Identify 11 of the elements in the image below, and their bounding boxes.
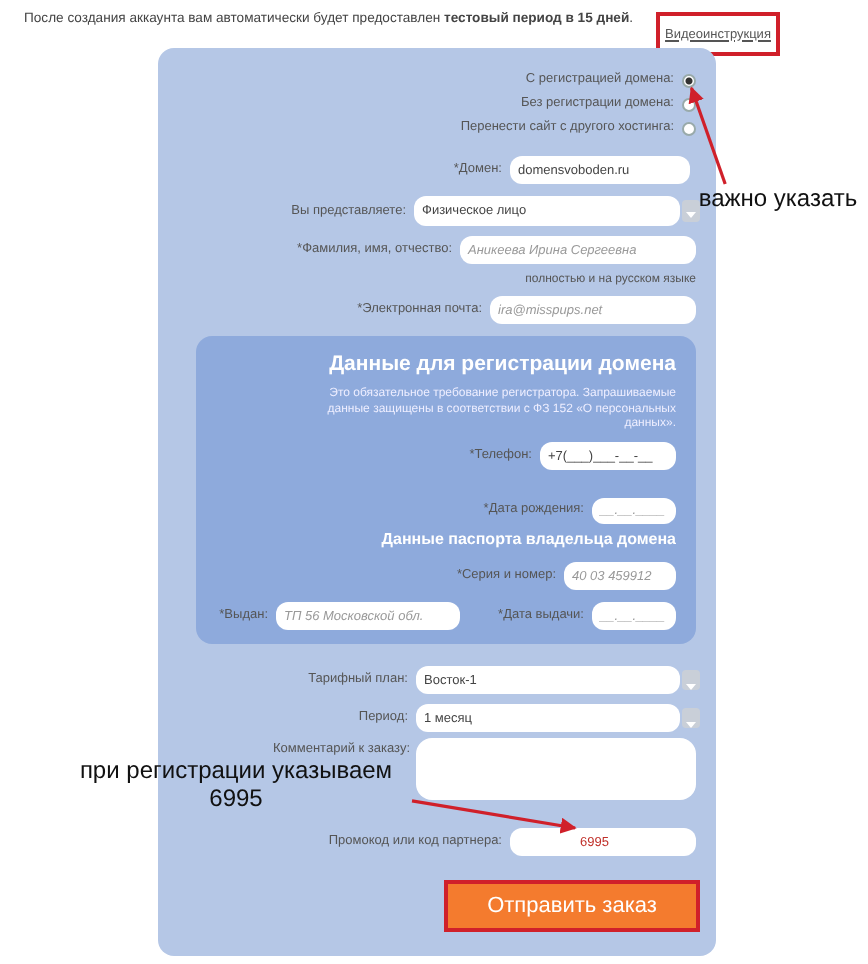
annotation-note: при регистрации указываем 6995 bbox=[60, 756, 412, 820]
radio-button bbox=[682, 122, 696, 136]
radio-button bbox=[682, 74, 696, 88]
arrow bbox=[688, 86, 727, 185]
submit-button: Отправить заказ bbox=[444, 880, 700, 932]
section-panel bbox=[196, 336, 696, 644]
section-subheading: Данные паспорта владельца домена bbox=[379, 530, 676, 548]
section-heading: Данные для регистрации домена bbox=[327, 352, 676, 380]
annotation-note: важно указать bbox=[690, 184, 866, 220]
arrow bbox=[411, 799, 577, 834]
comment-field bbox=[416, 738, 696, 800]
